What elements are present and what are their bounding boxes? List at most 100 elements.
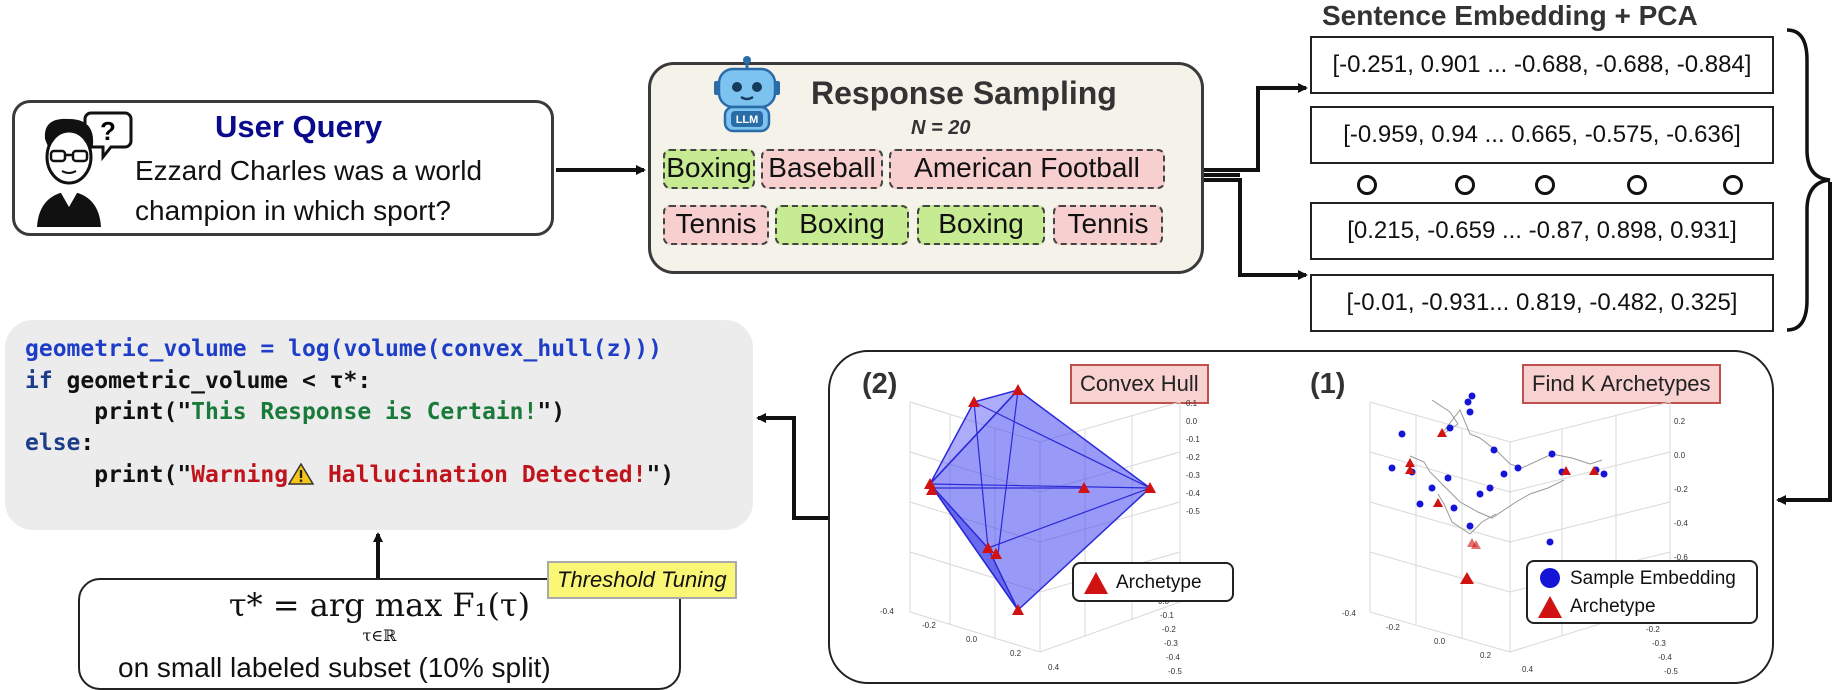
ellipsis-dot <box>1627 175 1647 195</box>
legend-sample-label: Sample Embedding <box>1570 568 1736 589</box>
threshold-formula-subscript: τ∈ℝ <box>362 626 397 645</box>
code-keyword: else <box>25 430 81 456</box>
tick-label: 0.0 <box>1434 637 1446 646</box>
archetype-marker <box>926 484 938 495</box>
threshold-note: on small labeled subset (10% split) <box>118 652 551 683</box>
warning-icon <box>287 462 315 485</box>
archetype-marker <box>968 396 980 407</box>
tick-label: 0.0 <box>1674 451 1686 460</box>
svg-text:?: ? <box>100 116 116 146</box>
code-text: print(" <box>25 462 192 488</box>
sample-point <box>1444 474 1452 482</box>
robot-icon: LLM <box>714 56 780 133</box>
embedding-vector: [-0.251, 0.901 ... -0.688, -0.688, -0.88… <box>1310 36 1774 94</box>
tick-label: -0.5 <box>1168 667 1182 676</box>
sample-embedding-points <box>1388 392 1608 546</box>
tick-label: -0.1 <box>1160 611 1174 620</box>
tick-label: -0.5 <box>1186 507 1200 516</box>
threshold-formula: τ* = arg max F₁(τ) <box>228 586 531 624</box>
code-keyword: if <box>25 368 53 394</box>
code-line-3: print("This Response is Certain!") <box>25 399 565 425</box>
archetype-marker <box>982 542 994 553</box>
tick-label: 0.4 <box>1522 665 1534 674</box>
user-question-icon: ? <box>37 111 133 227</box>
sample-point <box>1476 490 1484 498</box>
embeddings-brace <box>1786 28 1831 332</box>
tick-label: -0.4 <box>1658 653 1672 662</box>
archetype-marker <box>1405 465 1415 474</box>
tick-label: -0.4 <box>1342 609 1356 618</box>
archetype-marker <box>1078 482 1090 493</box>
user-query-line1: Ezzard Charles was a world <box>135 155 483 186</box>
tick-label: 0.4 <box>1048 663 1060 672</box>
sample-chip: Tennis <box>1053 205 1163 245</box>
archetype-marker <box>1471 540 1481 549</box>
archetype-marker <box>1589 466 1599 475</box>
sample-chip: Baseball <box>761 149 883 189</box>
code-block: geometric_volume = log(volume(convex_hul… <box>5 320 753 530</box>
sample-point <box>1490 446 1498 454</box>
code-text: ") <box>537 399 566 425</box>
ellipsis-dot <box>1535 175 1555 195</box>
sample-point <box>1428 484 1436 492</box>
sample-chip: Boxing <box>775 205 909 245</box>
sample-point <box>1450 504 1458 512</box>
embedding-vector: [-0.01, -0.931... 0.819, -0.482, 0.325] <box>1310 274 1774 332</box>
sample-chip: Boxing <box>663 149 755 189</box>
code-line-5: print("Warning Hallucination Detected!") <box>25 462 674 488</box>
tick-label: -0.2 <box>1186 453 1200 462</box>
convex-hull-polyhedron <box>929 388 1152 612</box>
embedding-title: Sentence Embedding + PCA <box>1322 0 1698 31</box>
sample-point <box>1464 398 1472 406</box>
tick-label: 0.2 <box>1674 417 1686 426</box>
code-line-1: geometric_volume = log(volume(convex_hul… <box>25 336 662 362</box>
sample-point <box>1548 450 1556 458</box>
sample-point <box>1500 470 1508 478</box>
code-line-4: else: <box>25 430 94 456</box>
sample-chip: Tennis <box>663 205 769 245</box>
tick-label: -0.4 <box>880 607 894 616</box>
user-query-line2: champion in which sport? <box>135 195 451 226</box>
robot-llm-label: LLM <box>736 114 759 126</box>
archetype-legend-icon <box>1084 572 1108 594</box>
tick-label: -0.3 <box>1164 639 1178 648</box>
archetype-marker <box>1405 458 1415 467</box>
convex-hull-plot: 0.1 0.0 -0.1 -0.2 -0.3 -0.4 -0.5 -0.4 -0… <box>880 384 1200 676</box>
code-string: This Response is Certain! <box>191 399 538 425</box>
tick-label: 0.0 <box>1186 417 1198 426</box>
embedding-vector: [0.215, -0.659 ... -0.87, 0.898, 0.931] <box>1310 202 1774 260</box>
sample-point <box>1486 484 1494 492</box>
response-sampling-box: LLM Response Sampling N = 20 Boxing Base… <box>648 56 1204 274</box>
code-string: Hallucination Detected! <box>314 462 647 488</box>
sample-point <box>1514 464 1522 472</box>
embedding-vector: [-0.959, 0.94 ... 0.665, -0.575, -0.636] <box>1310 106 1774 164</box>
tick-label: -0.2 <box>922 621 936 630</box>
tick-label: -0.2 <box>1646 625 1660 634</box>
code-text: : <box>80 430 95 456</box>
sample-point <box>1416 500 1424 508</box>
ellipsis-dot <box>1455 175 1475 195</box>
tick-label: 0.2 <box>1480 651 1492 660</box>
code-line-2: if geometric_volume < τ*: <box>25 368 371 394</box>
sample-point <box>1388 464 1396 472</box>
tick-label: -0.2 <box>1162 625 1176 634</box>
sample-point <box>1468 392 1476 400</box>
archetype-marker <box>1144 482 1156 493</box>
stray-archetype-marker <box>1460 572 1474 584</box>
code-text: print(" <box>25 399 192 425</box>
arrow-archetypes-to-code <box>756 413 828 520</box>
archetype-scatter-plot: 0.2 0.0 -0.2 -0.4 -0.6 -0.4 -0.2 0.0 0.2… <box>1342 392 1688 676</box>
code-text: ") <box>646 462 675 488</box>
panel2-number: (2) <box>862 368 898 400</box>
tick-label: -0.4 <box>1166 653 1180 662</box>
scatter-legend: Sample Embedding Archetype <box>1526 560 1758 624</box>
archetype-marker <box>1012 604 1024 615</box>
sample-point <box>1398 430 1406 438</box>
sample-embedding-legend-icon <box>1540 568 1560 588</box>
hull-archetype-markers <box>924 384 1156 615</box>
tick-label: -0.2 <box>1386 623 1400 632</box>
ellipsis-dot <box>1357 175 1377 195</box>
user-query-title: User Query <box>215 109 383 144</box>
tick-label: -0.3 <box>1186 471 1200 480</box>
archetype-marker <box>1433 498 1443 507</box>
